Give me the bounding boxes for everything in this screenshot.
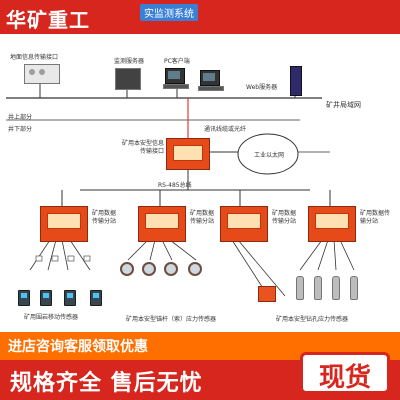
- comm-line-label: 通讯线缆或光纤: [204, 126, 247, 133]
- anchor-sensor-1: [120, 262, 134, 276]
- substation-2: [138, 206, 186, 242]
- displacement-sensor-2: [40, 290, 52, 306]
- junction-box-1: [35, 255, 43, 262]
- junction-box-2: [51, 255, 59, 262]
- junction-box-3: [67, 255, 75, 262]
- substation-2-label: 矿用数据传输分站: [190, 210, 215, 225]
- substation-1: [40, 206, 88, 242]
- web-server-label: Web服务器: [246, 84, 278, 91]
- displacement-sensor-4: [90, 290, 102, 306]
- pc-client-label: PC客户端: [164, 58, 190, 65]
- brand-bar: [0, 0, 400, 34]
- borehole-sensor-2: [314, 276, 322, 300]
- displacement-sensor-1: [18, 290, 30, 306]
- ground-interface-label: 地面信息传输接口: [10, 54, 59, 61]
- anchor-sensor-4: [188, 262, 202, 276]
- slogan-text: 规格齐全 售后无忧: [10, 371, 203, 396]
- ethernet-label: 工业以太网: [254, 152, 285, 159]
- borehole-sensor-4: [350, 276, 358, 300]
- substation-4-label: 矿用数据传输分站: [360, 210, 391, 225]
- sensor-fan-1: [29, 239, 91, 271]
- ethernet-ring: [237, 133, 299, 175]
- junction-box-4: [83, 255, 91, 262]
- brand-name: 华矿重工: [6, 8, 90, 32]
- stock-text: 现货: [318, 363, 371, 393]
- rs485-label: RS-485总线: [158, 182, 192, 189]
- power-unit: [258, 286, 276, 302]
- workstation-keyboard: [198, 86, 224, 91]
- anchor-sensor-3: [164, 262, 178, 276]
- borehole-sensor-1: [296, 276, 304, 300]
- sensor-fan-2: [127, 239, 197, 261]
- borehole-sensor-3: [332, 276, 340, 300]
- substation-4: [308, 206, 356, 242]
- mine-lan-label: 矿井局域网: [326, 101, 361, 109]
- above-ground-label: 井上部分: [8, 114, 33, 121]
- sensor-group-3-label: 矿用本安型钻孔应力传感器: [276, 316, 349, 323]
- substation-1-label: 矿用数据传输分站: [92, 210, 117, 225]
- substation-3: [220, 206, 268, 242]
- center-interface-device: [166, 138, 210, 170]
- pc-client-keyboard: [163, 84, 189, 89]
- substation-3-label: 矿用数据传输分站: [272, 210, 297, 225]
- system-title: 实监测系统: [140, 4, 198, 21]
- web-server-tower: [290, 66, 302, 96]
- monitor-server-device: [115, 68, 141, 90]
- sensor-fan-4: [299, 239, 355, 271]
- sensor-group-2-label: 矿用本安型锚杆（索）应力传感器: [126, 316, 217, 323]
- ground-interface-device: [24, 64, 60, 84]
- displacement-sensor-3: [64, 290, 76, 306]
- sensor-group-1-label: 矿用围岩移动传感器: [24, 314, 79, 321]
- pc-client-monitor: [165, 68, 185, 84]
- promo-text: 进店咨询客服领取优惠: [8, 339, 148, 355]
- center-interface-label: 矿用本安型信息传输接口: [121, 140, 164, 155]
- workstation-monitor: [200, 70, 220, 86]
- stock-badge: 现货: [300, 352, 390, 394]
- anchor-sensor-2: [142, 262, 156, 276]
- below-ground-label: 井下部分: [8, 126, 33, 133]
- monitor-server-label: 监测服务器: [114, 58, 145, 65]
